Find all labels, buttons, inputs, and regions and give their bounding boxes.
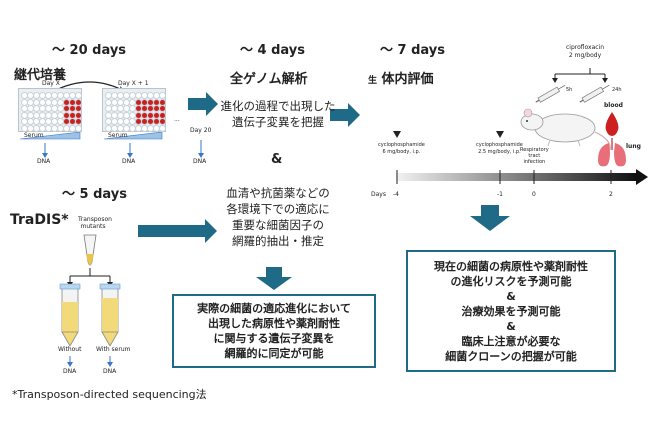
title-whole-genome: 全ゲノム解析 [230, 72, 308, 87]
label-days: Days [371, 191, 386, 198]
plate-well [159, 124, 166, 132]
label-dna: DNA [63, 368, 77, 375]
label-ciprofloxacin: ciprofloxacin 2 mg/body [566, 44, 605, 59]
ampersand: & [271, 152, 283, 167]
duration-right: 〜 7 days [380, 43, 445, 58]
label-24h: 24h [612, 87, 622, 93]
ellipsis: ... [174, 116, 180, 123]
label-5h: 5h [566, 87, 573, 93]
text-mutations: 進化の過程で出現した 遺伝子変異を把握 [220, 99, 336, 129]
label-day-20: Day 20 [190, 127, 212, 134]
plate-well [75, 92, 82, 99]
arrow-middle-to-right [330, 103, 360, 127]
lung-icon [598, 138, 626, 167]
label-dna: DNA [103, 368, 117, 375]
result-box-middle: 実際の細菌の適応進化において 出現した病原性や薬剤耐性 に関与する遺伝子変異を … [172, 294, 376, 368]
footnote: *Transposon-directed sequencing法 [12, 388, 207, 401]
duration-middle: 〜 4 days [240, 43, 305, 58]
label-cyclo-1: cyclophosphamide 6 mg/body, i.p. [378, 142, 425, 155]
event-marker [496, 131, 504, 138]
arrow-down-middle [256, 267, 292, 290]
arrow-down-right [470, 205, 510, 231]
label-with-serum: With serum [96, 346, 131, 353]
label-dna: DNA [37, 158, 51, 165]
plate-well [159, 105, 166, 112]
duration-left: 〜 20 days [52, 43, 127, 58]
syringe-icon [579, 84, 610, 103]
tube-without [59, 283, 81, 347]
label-dna: DNA [122, 158, 136, 165]
mouse-icon [520, 108, 611, 151]
tick-label: 2 [609, 191, 613, 198]
syringe-icon [535, 84, 566, 103]
tick-label: -1 [497, 191, 503, 198]
blood-drop-icon [605, 112, 619, 136]
label-lung: lung [626, 143, 641, 150]
title-in-vivo: 生 体内評価 [368, 72, 434, 87]
tick-label: -4 [393, 191, 399, 198]
event-marker [393, 131, 401, 138]
culture-plate [18, 88, 82, 132]
label-serum: Serum [24, 132, 44, 139]
title-passage-culture: 継代培養 [14, 68, 67, 83]
result-box-right: 現在の細菌の病原性や薬剤耐性 の進化リスクを予測可能 & 治療効果を予測可能 &… [406, 250, 616, 372]
arrow-tradis-to-middle [138, 219, 217, 243]
title-tradis: TraDIS* [10, 212, 69, 228]
label-blood: blood [604, 102, 623, 109]
label-transposon-mutants: Transposon mutants [78, 216, 112, 230]
label-day-x1: Day X + 1 [118, 80, 149, 87]
text-factors: 血清や抗菌薬などの 各環境下での適応に 重要な細菌因子の 網羅的抽出・推定 [226, 186, 330, 248]
tube-with-serum [99, 283, 121, 347]
plate-well [75, 124, 82, 132]
label-dna: DNA [193, 158, 207, 165]
label-serum: Serum [108, 132, 128, 139]
timeline-bar [396, 173, 636, 181]
plate-well [159, 118, 166, 125]
duration-tradis: 〜 5 days [62, 187, 127, 202]
plate-well [75, 105, 82, 112]
label-without: Without [58, 346, 82, 353]
plate-well [159, 92, 166, 99]
culture-plate [102, 88, 166, 132]
plate-well [75, 118, 82, 125]
label-respiratory-infection: Respiratory tract infection [520, 147, 549, 165]
label-day-x: Day X [42, 80, 60, 87]
label-cyclo-2: cyclophosphamide 2.5 mg/body, i.p. [476, 142, 523, 155]
arrow-left-to-middle [188, 92, 218, 116]
tick-label: 0 [532, 191, 536, 198]
